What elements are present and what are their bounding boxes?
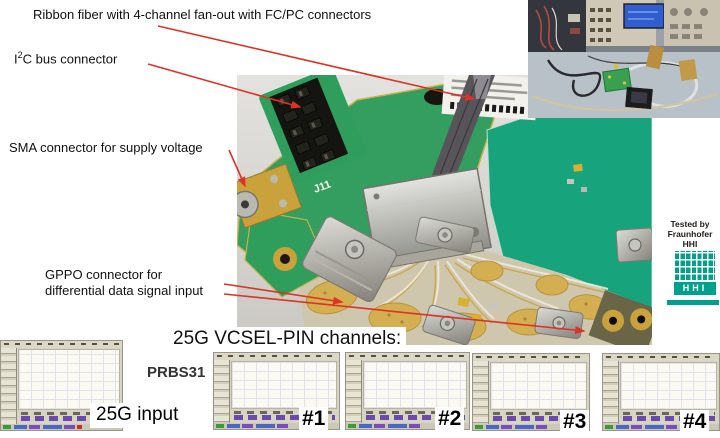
instrument-screen [623,3,665,29]
label-sma: SMA connector for supply voltage [9,140,203,155]
scope-menubar [214,353,339,360]
tested-by-line3: HHI [682,239,698,249]
scope-statusbar [346,423,469,429]
main-pcb-photo: J11 [237,75,652,345]
channel-3-label: #3 [560,410,590,435]
scope-toolbar [346,360,362,423]
scope-graticule [490,362,587,410]
label-ribbon-fiber-text: Ribbon fiber with 4-channel fan-out with… [33,7,372,22]
label-ribbon-fiber: Ribbon fiber with 4-channel fan-out with… [33,7,371,22]
channel-1-label: #1 [299,407,329,432]
label-gppo-line2: differential data signal input [45,283,204,298]
i2c-post: C bus connector [22,51,118,67]
scope-measurements [489,410,589,424]
instrument-dark [528,0,586,52]
i2c-sup: 2 [17,50,23,60]
scope-menubar [346,353,469,360]
scope-measurements [362,409,469,423]
scope-statusbar [1,424,122,430]
cable-black [546,59,602,97]
scope-menubar [1,341,122,348]
scope-channel-3 [472,353,590,431]
channels-heading: 25G VCSEL-PIN channels: [171,327,407,352]
scope-toolbar [603,361,619,424]
hhi-logo: HHI [674,250,716,296]
cable-beige [531,92,719,112]
eye-diagram-ch3 [491,373,586,399]
corner-pads [588,290,652,345]
channel-2-label: #2 [435,407,465,432]
scope-menubar [603,354,719,361]
ribbon-sleeve [473,75,491,99]
scope-graticule [231,361,337,409]
scope-toolbar [1,348,17,424]
silkscreen-j11: J11 [312,178,333,195]
tested-by-line2: Fraunhofer [667,229,713,239]
mounting-hole [280,254,290,264]
eye-diagram-ch2 [365,372,465,398]
scope-toolbar [473,361,489,424]
sma-connector [237,163,303,229]
input-label: 25G input [90,403,185,428]
hhi-logo-underline [667,300,719,305]
label-sma-text: SMA connector for supply voltage [9,140,203,155]
tested-by-text: Tested by Fraunhofer HHI [659,219,720,249]
channel-4-label: #4 [680,410,710,435]
prbs-label: PRBS31 [145,364,208,381]
scope-graticule [18,349,120,410]
scope-statusbar [214,423,339,429]
lab-photo-art [528,0,720,118]
eye-diagram-input [20,363,118,395]
scope-statusbar [603,424,719,430]
hhi-logo-grid [674,250,716,281]
tested-by-line1: Tested by [670,219,710,229]
pcb-photo-art: J11 [237,75,652,345]
lab-bench-photo [528,0,720,118]
scope-menubar [473,354,589,361]
scope-statusbar [473,424,589,430]
scope-measurements [17,410,122,424]
label-i2c: I2C bus connector [14,50,117,66]
label-gppo-line1: GPPO connector for [45,267,163,282]
eye-diagram-ch4 [621,373,716,399]
instrument-panel-right [664,0,720,46]
hhi-logo-wordmark: HHI [674,282,716,295]
scope-measurements [230,409,339,423]
scope-graticule [363,361,467,409]
scope-input [0,340,123,431]
i2c-pre: I [14,51,18,67]
scope-graticule [620,362,717,410]
label-gppo: GPPO connector for differential data sig… [45,267,203,299]
eye-diagram-ch1 [233,372,335,398]
scope-measurements [619,410,719,424]
scope-toolbar [214,360,230,423]
